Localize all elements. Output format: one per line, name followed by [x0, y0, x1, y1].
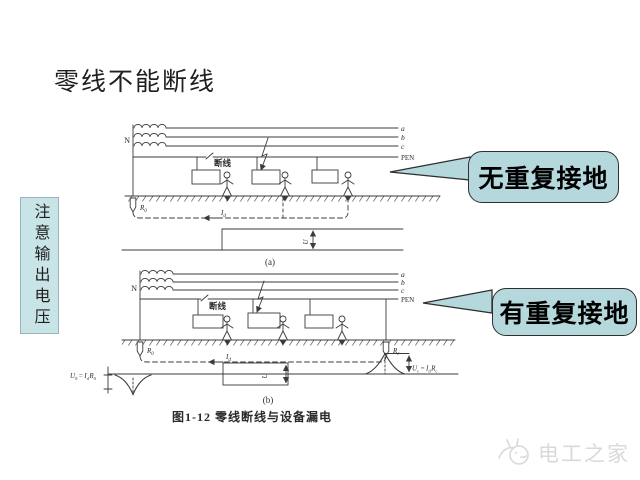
appliance-box	[247, 312, 281, 329]
callout-has-repeated-grounding: 有重复接地	[492, 288, 637, 336]
transformer-coil-icon	[133, 141, 167, 147]
voltage-axis	[121, 228, 404, 251]
side-note-box: 注意输出电压	[20, 197, 59, 334]
current-label: Id	[225, 353, 231, 363]
diagram-a: N a b c PEN 断线 R0 Id U (a)	[121, 123, 441, 267]
subfigure-b-label: (b)	[263, 395, 274, 405]
figure-caption: 图1-12 零线断线与设备漏电	[172, 409, 332, 424]
side-note-text: 注意输出电压	[31, 202, 49, 329]
n-label: N	[124, 136, 130, 145]
person-icon	[341, 171, 355, 197]
u0-equation: U0=IdR0	[70, 372, 97, 381]
diagram-b: N a b c PEN 断线 R0 Rc Id U0=IdR0	[70, 269, 459, 405]
transformer-coil-icon	[133, 123, 167, 129]
pen-line	[139, 294, 399, 302]
pen-line	[132, 152, 399, 160]
callout-no-repeated-grounding: 无重复接地	[468, 151, 619, 203]
watermark: 电工之家	[496, 436, 630, 470]
person-icon	[335, 315, 349, 341]
phase-lines	[165, 127, 399, 147]
service-drops	[196, 156, 318, 171]
phase-lines	[172, 273, 399, 291]
fault-bolt-icon	[256, 280, 265, 313]
person-icon	[220, 171, 234, 197]
u0-notch-curve	[114, 374, 152, 396]
transformer-coil-icon	[140, 269, 174, 275]
person-icon	[278, 171, 292, 197]
subfigure-a-label: (a)	[265, 257, 275, 267]
voltage-axis-origin	[103, 366, 113, 394]
phase-c-label: c	[401, 142, 405, 151]
appliance-box	[191, 169, 221, 185]
uc-equation: Uc=IdRc	[412, 365, 437, 374]
voltage-label: U	[302, 239, 310, 245]
watermark-text: 电工之家	[538, 442, 630, 466]
rc-label: Rc	[392, 347, 400, 357]
break-label: 断线	[214, 158, 232, 168]
page-title: 零线不能断线	[54, 69, 217, 96]
earth-electrode-icon	[136, 341, 144, 357]
appliance-box	[311, 169, 339, 184]
ground-hatch	[125, 196, 440, 202]
transformer-coil-icon	[140, 277, 174, 283]
earth-electrode-icon	[129, 197, 137, 213]
appliance-box	[251, 169, 281, 185]
watermark-logo-icon	[498, 438, 529, 465]
voltage-label: U	[261, 373, 269, 379]
phase-a-label: a	[401, 124, 405, 133]
foot-contact-marks	[224, 340, 346, 346]
n-label: N	[131, 284, 137, 293]
phase-b-label: b	[401, 278, 405, 287]
fault-current-path	[132, 195, 349, 219]
phase-b-label: b	[401, 133, 405, 142]
phase-c-label: c	[401, 286, 405, 295]
appliance-box	[304, 314, 334, 329]
r0-label: R0	[139, 204, 147, 214]
phase-a-label: a	[401, 270, 405, 279]
fault-bolt-icon	[259, 137, 269, 171]
pen-label: PEN	[401, 296, 414, 304]
r0-label: R0	[146, 347, 154, 357]
break-label: 断线	[209, 301, 227, 311]
appliance-box	[192, 314, 224, 329]
current-label: Id	[220, 209, 226, 219]
transformer-coil-icon	[133, 132, 167, 138]
ground-hatch	[122, 340, 455, 346]
pen-label: PEN	[401, 154, 414, 162]
service-drops	[197, 298, 387, 341]
transformer-coil-icon	[140, 285, 174, 291]
foot-contact-marks	[224, 196, 352, 202]
fault-current-path	[139, 355, 387, 363]
circuit-diagram: N a b c PEN 断线 R0 Id U (a)	[70, 123, 459, 424]
